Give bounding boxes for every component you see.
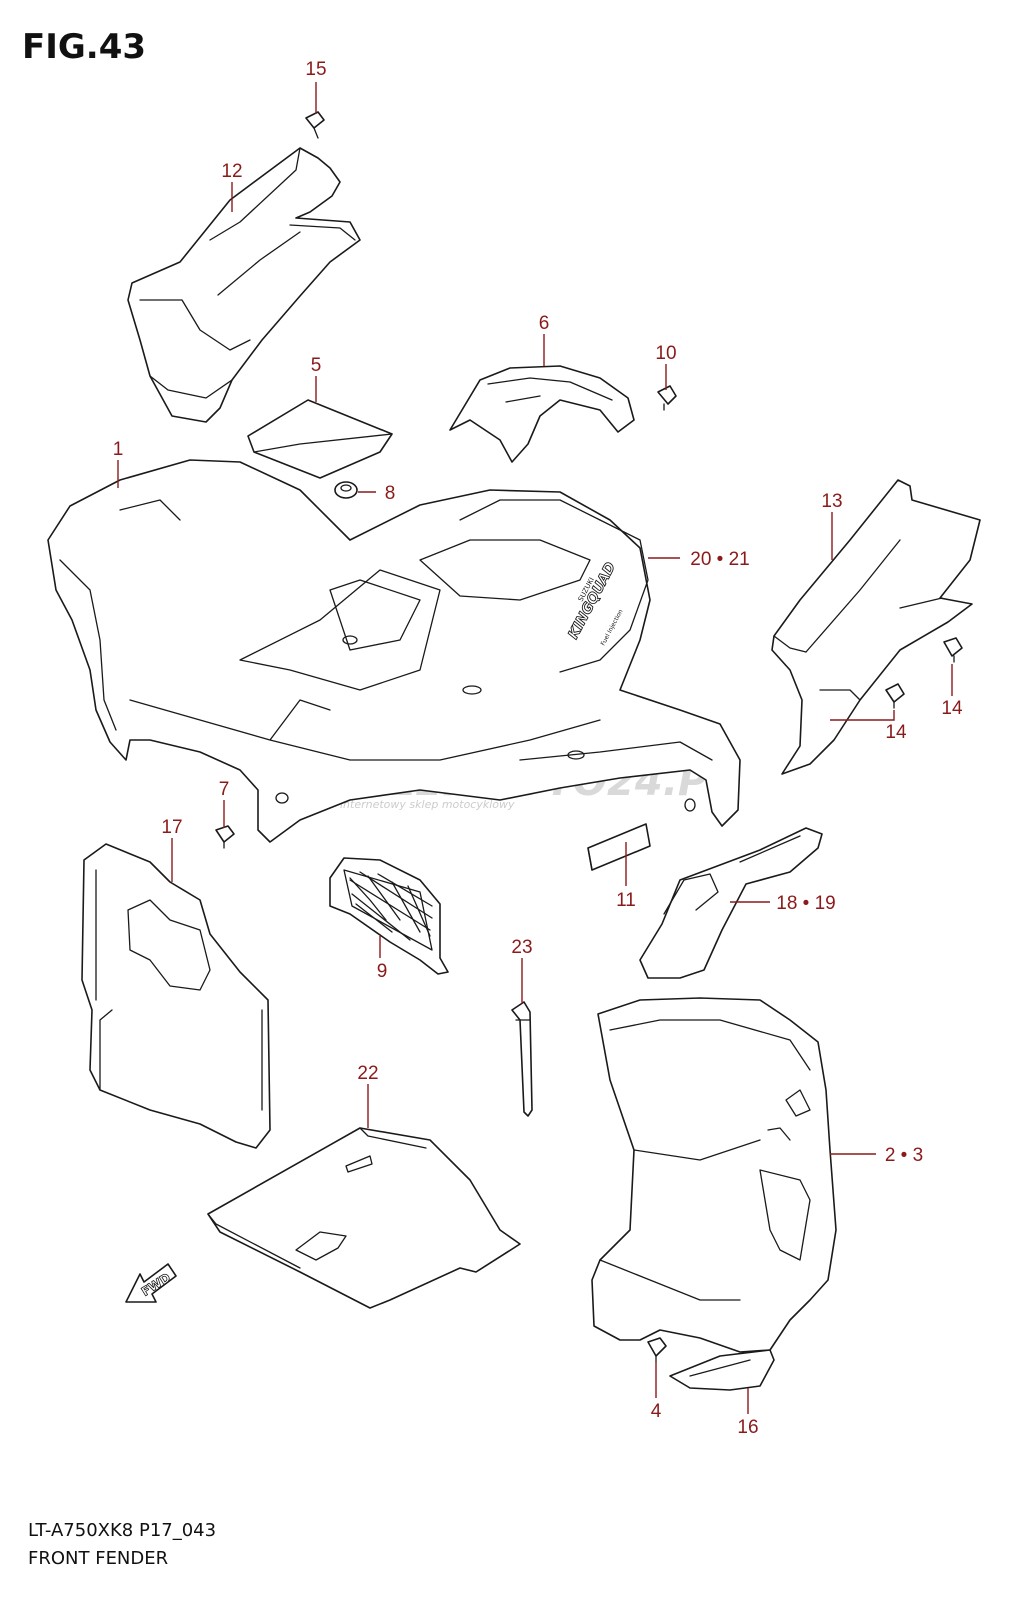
callout-9: 9 bbox=[377, 961, 388, 982]
part-15-screw[interactable] bbox=[305, 111, 325, 139]
part-10-clip[interactable] bbox=[657, 385, 677, 411]
part-18-19-bracket[interactable] bbox=[639, 827, 823, 979]
section-name: FRONT FENDER bbox=[28, 1548, 168, 1569]
part-12-inner-panel-left[interactable] bbox=[127, 147, 361, 423]
callout-8: 8 bbox=[385, 483, 396, 504]
fwd-direction-marker: FWD bbox=[125, 1263, 177, 1303]
callout-2-3: 2 • 3 bbox=[885, 1145, 923, 1166]
part-17-side-panel-left[interactable] bbox=[81, 843, 271, 1149]
part-11-pad[interactable] bbox=[587, 823, 651, 871]
callout-5: 5 bbox=[311, 355, 322, 376]
callout-4: 4 bbox=[651, 1401, 662, 1422]
part-23-cable-tie[interactable] bbox=[511, 1001, 533, 1117]
callout-14-a: 14 bbox=[941, 698, 963, 719]
part-1-front-fender[interactable]: KINGQUAD SUZUKI Fuel Injection bbox=[47, 459, 741, 843]
model-code: LT-A750XK8 P17_043 bbox=[28, 1520, 216, 1541]
figure-title: FIG.43 bbox=[22, 27, 146, 67]
part-14-screw-b[interactable] bbox=[885, 683, 905, 709]
part-7-clip[interactable] bbox=[215, 825, 235, 849]
part-22-floor-mat[interactable] bbox=[207, 1127, 521, 1309]
part-2-3-inner-fender[interactable] bbox=[591, 997, 837, 1353]
callout-22: 22 bbox=[357, 1063, 378, 1084]
part-14-screw-a[interactable] bbox=[943, 637, 963, 663]
callout-14-b: 14 bbox=[885, 722, 907, 743]
callout-23: 23 bbox=[511, 937, 532, 958]
part-8-grommet[interactable] bbox=[334, 481, 358, 499]
callout-10: 10 bbox=[655, 343, 676, 364]
callout-15: 15 bbox=[305, 59, 326, 80]
callout-6: 6 bbox=[539, 313, 550, 334]
part-6-cover[interactable] bbox=[449, 365, 635, 463]
part-5-lid[interactable] bbox=[247, 399, 393, 479]
callout-13: 13 bbox=[821, 491, 842, 512]
callout-labels: 15 12 6 10 5 1 8 20 • 21 13 14 14 7 17 1… bbox=[113, 59, 963, 1438]
callout-12: 12 bbox=[221, 161, 242, 182]
callout-7: 7 bbox=[219, 779, 230, 800]
callout-20-21: 20 • 21 bbox=[690, 549, 749, 570]
callout-18-19: 18 • 19 bbox=[776, 893, 835, 914]
callout-16: 16 bbox=[737, 1417, 758, 1438]
callout-1: 1 bbox=[113, 439, 124, 460]
watermark-tagline: internetowy sklep motocyklowy bbox=[340, 798, 515, 811]
part-13-inner-panel-right[interactable] bbox=[771, 479, 981, 775]
leader-lines bbox=[117, 82, 953, 1414]
part-9-grille[interactable] bbox=[329, 857, 449, 975]
part-4-screw[interactable] bbox=[647, 1337, 667, 1363]
part-16-trim[interactable] bbox=[669, 1349, 775, 1391]
callout-11: 11 bbox=[616, 890, 636, 911]
callout-17: 17 bbox=[161, 817, 182, 838]
